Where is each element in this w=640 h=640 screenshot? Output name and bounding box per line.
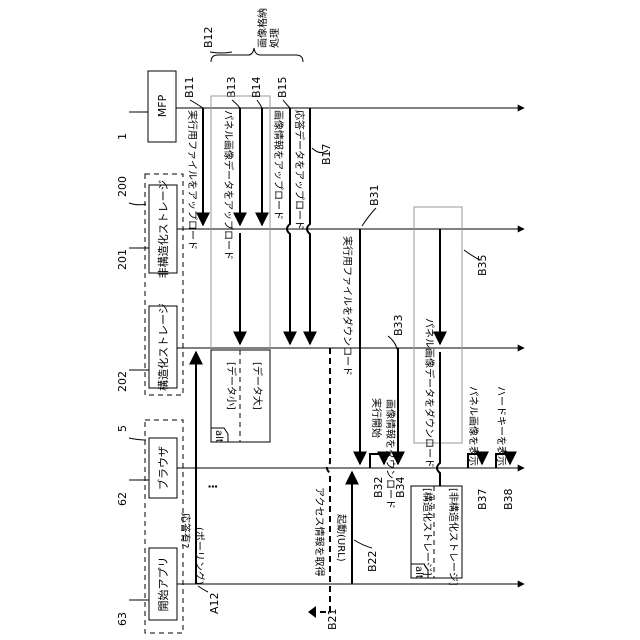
- b33-ref: B33: [392, 314, 405, 336]
- browser-participant-label: ブラウザ: [156, 446, 170, 490]
- b17-upload-resp-label: 応答データをアップロード: [293, 110, 306, 230]
- storage-group-ref: 200: [116, 176, 129, 197]
- b38-show-hardkey-label: ハードキーを表示: [495, 386, 508, 466]
- b13-upload-panel-label: パネル画像データをアップロード: [222, 110, 235, 260]
- b35-download-region: [414, 207, 462, 443]
- browser-group-ref-leader: [129, 438, 146, 440]
- b12-ref: B12: [202, 26, 215, 48]
- b38-ref: B38: [502, 488, 515, 510]
- b15-upload-info-arrow: [287, 108, 290, 344]
- b14-ref-leader: [257, 100, 262, 108]
- mfp-ref: 1: [116, 133, 129, 140]
- b21-arrowhead: [308, 606, 316, 618]
- b22-ref-leader: [354, 540, 372, 548]
- b32-exec-start-self-arrow: [370, 454, 384, 468]
- b37-ref: B37: [476, 488, 489, 510]
- b11-ref-leader: [190, 100, 203, 108]
- storage-group-ref-leader: [129, 203, 146, 205]
- b31-download-exec-label: 実行用ファイルをダウンロード: [341, 236, 354, 376]
- mfp-participant-label: MFP: [156, 94, 169, 117]
- alt1-guard-small: [データ小]: [225, 362, 238, 410]
- b12-brace-label-line1: 画像格納: [256, 8, 269, 48]
- alt1-guard-large: [データ大]: [251, 362, 264, 410]
- b15-ref-leader: [283, 100, 290, 108]
- b33-ref-leader: [388, 336, 398, 352]
- alt1-tag: alt: [213, 430, 224, 443]
- b15-ref: B15: [276, 76, 289, 98]
- b21-get-access-label: アクセス情報を取得: [313, 487, 326, 577]
- b11-upload-exec-label: 実行用ファイルをアップロード: [186, 110, 199, 250]
- b35-download-panel-label: パネル画像データをダウンロード: [423, 318, 436, 468]
- browser-group-ref: 5: [116, 425, 129, 432]
- b21-ref: B21: [326, 608, 339, 630]
- b35-ref: B35: [476, 254, 489, 276]
- b17-upload-resp-arrow: [307, 108, 310, 344]
- b13-ref-leader: [232, 100, 240, 108]
- b32-ref: B32: [372, 476, 385, 498]
- a12-response-q-label: 応答有?: [179, 513, 192, 548]
- structured-participant-label: 構造化ストレージ: [156, 303, 170, 391]
- start-app-ref: 63: [116, 612, 129, 626]
- unstructured-ref: 201: [116, 249, 129, 270]
- browser-ref: 62: [116, 492, 129, 506]
- alt2-guard-unstructured: [非構造化ストレージ]: [447, 488, 460, 586]
- alt2-guard-structured: [構造化ストレージ]: [421, 488, 434, 576]
- a12-ref-leader: [198, 586, 208, 592]
- b11-ref: B11: [183, 76, 196, 98]
- b22-ref: B22: [366, 550, 379, 572]
- b31-ref: B31: [368, 184, 381, 206]
- b12-brace: [211, 48, 303, 62]
- b34-ref: B34: [394, 476, 407, 498]
- b15-upload-info-label: 画像情報をアップロード: [272, 110, 285, 220]
- b14-ref: B14: [250, 76, 263, 98]
- a12-polling-label: (ポーリング): [193, 527, 206, 585]
- a12-ref: A12: [208, 592, 221, 614]
- b13-ref: B13: [225, 76, 238, 98]
- b37-show-panel-label: パネル画像を表示: [467, 386, 480, 466]
- b12-brace-label-line2: 処理: [268, 28, 281, 48]
- start-app-participant-label: 開始アプリ: [156, 557, 170, 612]
- b32-exec-start-label: 実行開始: [370, 398, 383, 438]
- polling-repeat-dots: ⋮: [206, 481, 219, 492]
- unstructured-participant-label: 非構造化ストレージ: [156, 180, 170, 279]
- structured-ref: 202: [116, 371, 129, 392]
- b22-launch-label: 起動(URL): [335, 514, 348, 562]
- b17-ref: B17: [320, 143, 333, 165]
- b12-ref-leader: [210, 52, 232, 53]
- b31-ref-leader: [362, 208, 376, 226]
